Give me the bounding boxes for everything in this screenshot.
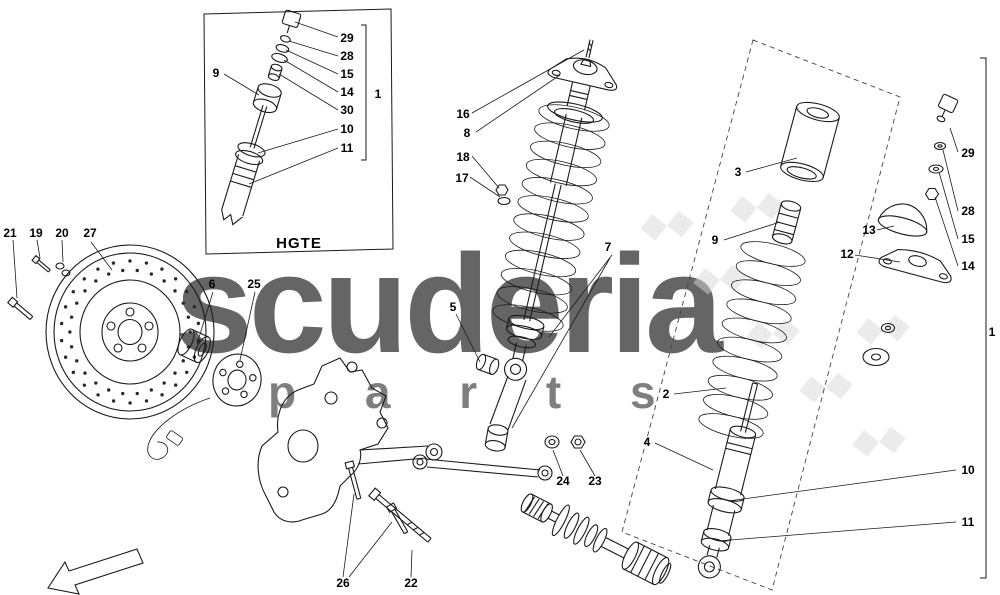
callout-27: 27 (83, 226, 97, 240)
washer-24 (544, 435, 560, 449)
shock-absorber-assembly (503, 39, 618, 381)
callout-9-hgte: 9 (213, 66, 220, 80)
bracket-group-1-left (361, 24, 367, 161)
washers-20 (55, 262, 71, 277)
callout-28-right: 28 (961, 204, 975, 218)
bolt-a (344, 460, 362, 500)
damper-body (697, 382, 759, 579)
callout-10-hgte: 10 (340, 122, 354, 136)
mount-plate (878, 249, 952, 284)
callout-4: 4 (644, 435, 651, 449)
watermark: scuderia p a r t s (175, 192, 910, 457)
callout-30-hgte: 30 (340, 103, 354, 117)
driveshaft (520, 493, 672, 586)
hub-flange (212, 353, 262, 407)
callout-14-right: 14 (961, 259, 975, 273)
callout-15-hgte: 15 (340, 67, 354, 81)
callout-14-hgte: 14 (340, 85, 354, 99)
variant-label-hgte: HGTE (276, 235, 322, 252)
callout-28-hgte: 28 (340, 49, 354, 63)
callout-23: 23 (588, 474, 602, 488)
checkered-flag-watermark (640, 192, 910, 457)
callout-13: 13 (862, 223, 876, 237)
disc-drilled-holes (59, 259, 201, 405)
shock-fork (484, 375, 527, 452)
callout-8: 8 (464, 126, 471, 140)
dashed-assembly-outline (621, 39, 901, 591)
callout-7: 7 (605, 240, 612, 254)
callout-17: 17 (455, 171, 469, 185)
callout-2: 2 (663, 387, 670, 401)
callout-29-hgte: 29 (340, 31, 354, 45)
hgte-variant-box (203, 8, 394, 255)
callout-24: 24 (556, 474, 570, 488)
callout-11-right: 11 (962, 515, 975, 529)
bump-stop (771, 200, 802, 245)
callout-6: 6 (209, 277, 216, 291)
callout-19: 19 (29, 226, 43, 240)
callout-3: 3 (735, 165, 742, 179)
mount-dome (877, 203, 928, 237)
fork-bushing (475, 353, 500, 375)
callout-16: 16 (456, 107, 470, 121)
bolt-21 (6, 296, 34, 320)
direction-arrow (47, 548, 144, 595)
callout-20: 20 (55, 226, 69, 240)
callout-10-right: 10 (961, 463, 975, 477)
washer-small-right (880, 322, 896, 334)
washer-15-right (928, 164, 944, 174)
washer-large-right (862, 347, 890, 367)
nut-14-right (924, 187, 940, 201)
coil-spring-center (492, 104, 610, 332)
long-bolt (368, 487, 432, 543)
bolt-19 (31, 254, 51, 273)
watermark-brand-text: scuderia (175, 225, 724, 382)
damper-connector (936, 93, 959, 123)
washer-28-right (933, 141, 947, 151)
callout-12: 12 (840, 247, 854, 261)
hgte-damper (221, 9, 302, 226)
dust-boot (780, 101, 840, 183)
callout-15-right: 15 (961, 232, 975, 246)
callout-21: 21 (3, 226, 17, 240)
wheel-knuckle (257, 357, 443, 523)
callout-9-right: 9 (712, 233, 719, 247)
callout-29-right: 29 (961, 146, 975, 160)
bolt-b (385, 502, 409, 535)
callout-11-hgte: 11 (341, 141, 354, 155)
callout-1-right: 1 (989, 325, 996, 339)
callout-labels: 29 28 15 14 30 10 11 9 1 21 19 20 27 6 2… (3, 31, 995, 590)
abs-sensor-wire (147, 397, 211, 460)
diagram-linework (6, 9, 959, 595)
callout-25: 25 (247, 277, 261, 291)
callout-22: 22 (404, 576, 418, 590)
bracket-group-1-right (980, 57, 987, 579)
callout-18: 18 (456, 150, 470, 164)
leader-lines (12, 21, 959, 578)
nut-23 (570, 435, 586, 449)
callout-1-left: 1 (375, 87, 382, 101)
brake-disc (45, 244, 215, 420)
callout-5: 5 (450, 300, 457, 314)
toe-link (412, 454, 553, 481)
nut-washer-17-18 (495, 184, 511, 206)
callout-26: 26 (336, 576, 350, 590)
